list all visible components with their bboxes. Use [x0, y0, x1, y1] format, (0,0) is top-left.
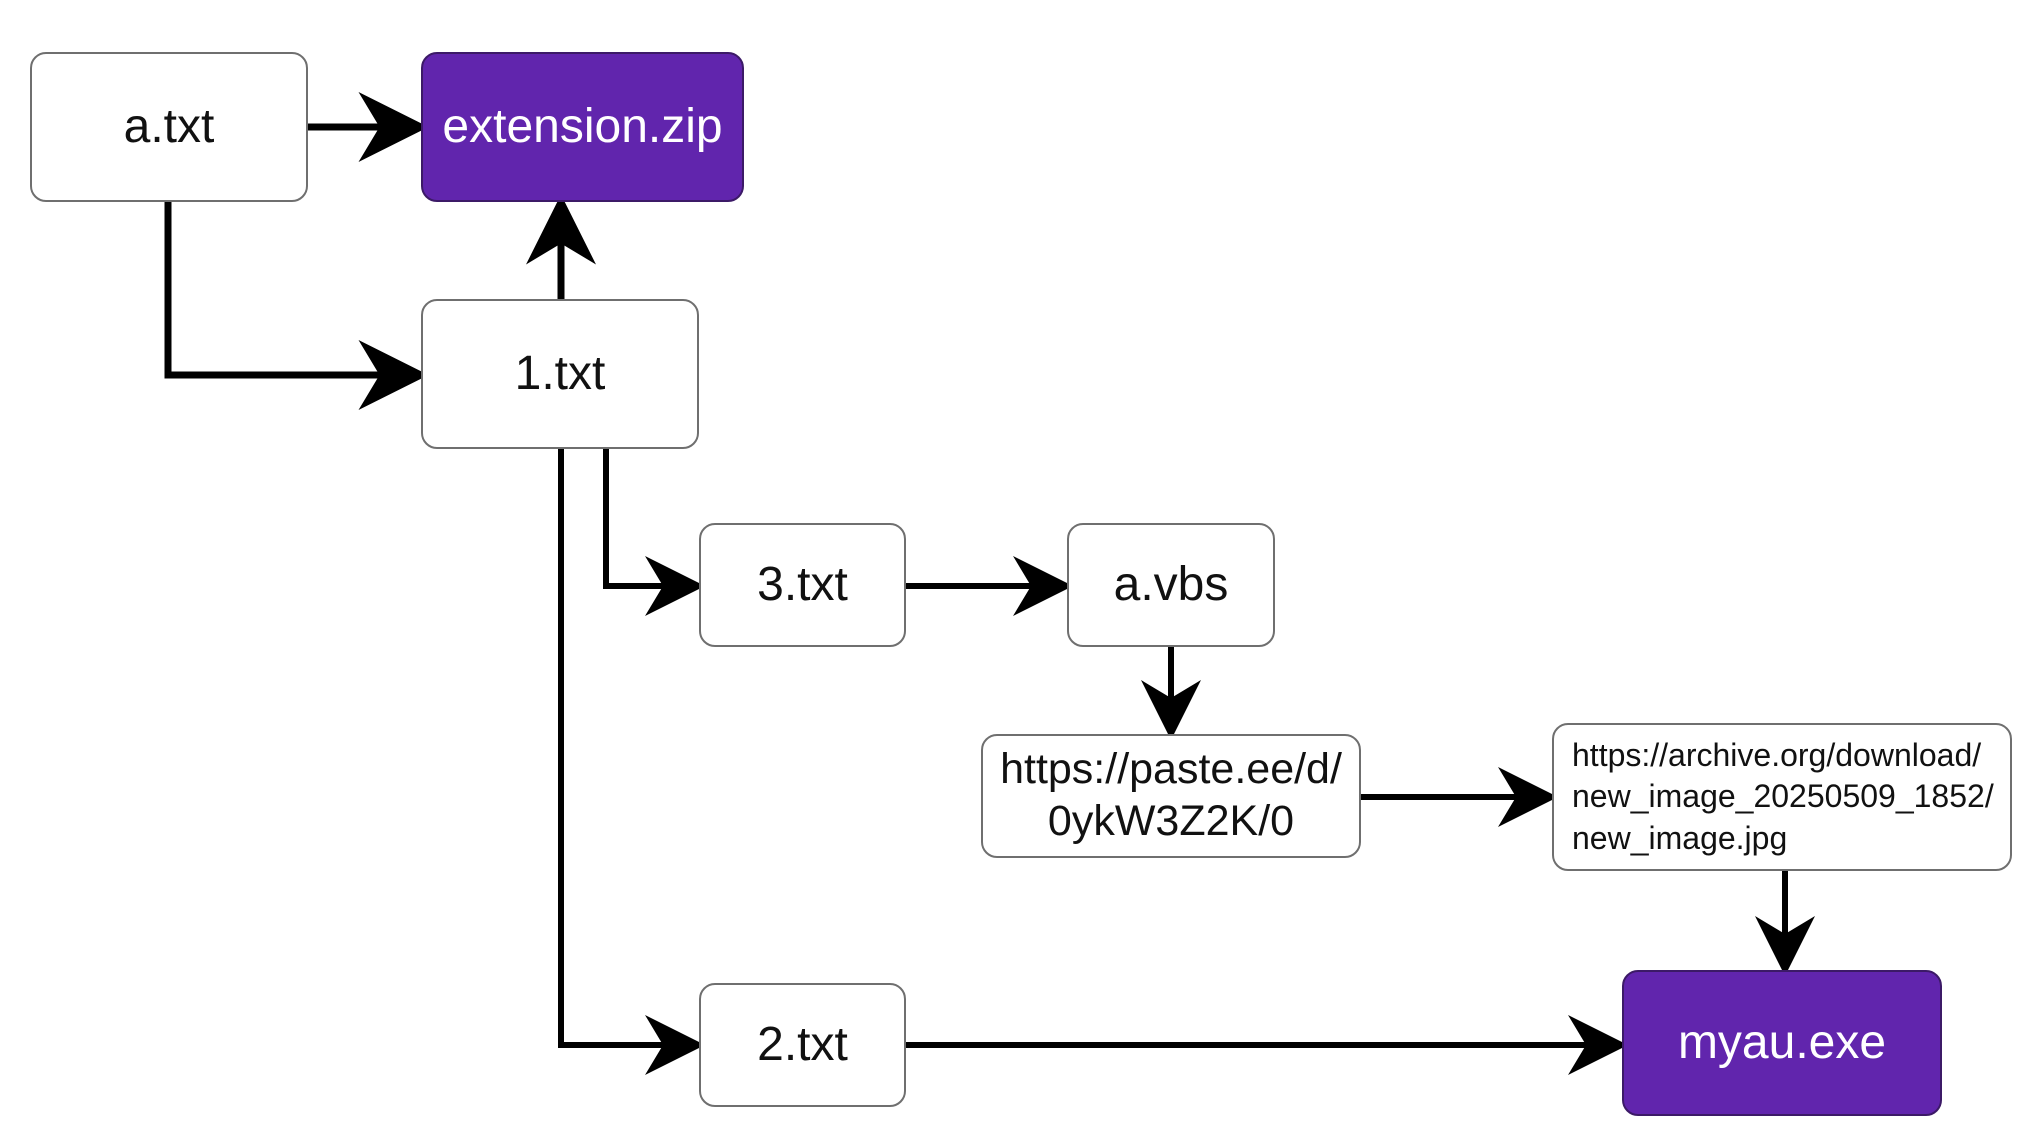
- node-2-txt: 2.txt: [699, 983, 906, 1107]
- edge-1-txt-to-3-txt: [603, 449, 705, 616]
- node-1-txt: 1.txt: [421, 299, 699, 449]
- node-extension-zip-label: extension.zip: [442, 100, 723, 154]
- node-3-txt: 3.txt: [699, 523, 906, 647]
- node-paste-url-label: https://paste.ee/d/ 0ykW3Z2K/0: [1000, 745, 1342, 845]
- node-1-txt-label: 1.txt: [514, 347, 606, 401]
- node-a-vbs-label: a.vbs: [1113, 558, 1229, 612]
- node-archive-url: https://archive.org/download/ new_image_…: [1552, 723, 2012, 871]
- node-extension-zip: extension.zip: [421, 52, 744, 202]
- node-a-txt: a.txt: [30, 52, 308, 202]
- node-myau-exe: myau.exe: [1622, 970, 1942, 1116]
- edge-1-txt-to-2-txt: [558, 449, 705, 1075]
- node-archive-url-label: https://archive.org/download/ new_image_…: [1572, 736, 1994, 856]
- node-a-vbs: a.vbs: [1067, 523, 1275, 647]
- node-myau-exe-label: myau.exe: [1677, 1016, 1887, 1070]
- node-3-txt-label: 3.txt: [757, 558, 848, 612]
- node-a-txt-label: a.txt: [123, 100, 215, 154]
- node-paste-url: https://paste.ee/d/ 0ykW3Z2K/0: [981, 734, 1361, 858]
- node-2-txt-label: 2.txt: [757, 1018, 848, 1072]
- edge-a-txt-to-1-txt: [164, 202, 429, 410]
